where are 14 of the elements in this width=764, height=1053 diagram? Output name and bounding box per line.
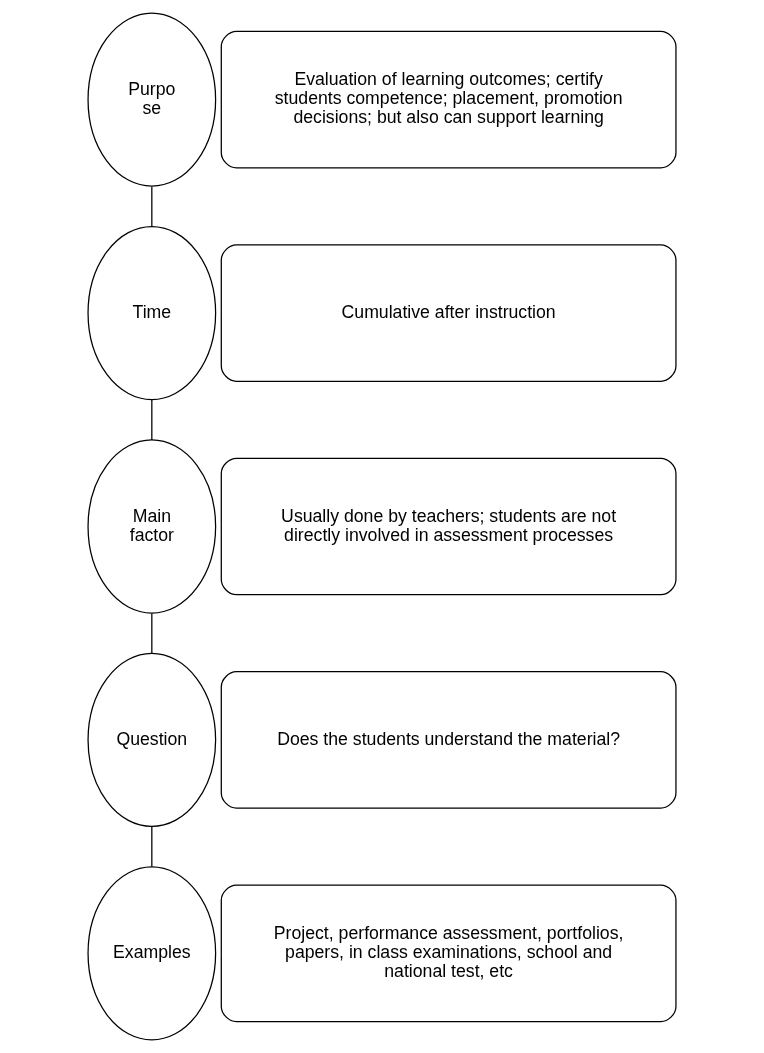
connector bbox=[151, 612, 153, 654]
node-ellipse: Question bbox=[87, 652, 217, 828]
node-box: Evaluation of learning outcomes; certify students competence; placement, promotion decisions; but also can support learning bbox=[220, 30, 677, 169]
connector bbox=[151, 826, 153, 868]
node-ellipse: Purpo se bbox=[87, 12, 217, 187]
node-box: Usually done by teachers; students are not directly involved in assessment processes bbox=[220, 457, 677, 596]
node-box: Does the students understand the material? bbox=[220, 671, 677, 809]
node-ellipse: Examples bbox=[87, 866, 217, 1041]
node-ellipse: Time bbox=[87, 225, 217, 401]
node-box: Cumulative after instruction bbox=[220, 244, 677, 382]
node-box: Project, performance assessment, portfolios, papers, in class examinations, school and national test, etc bbox=[220, 884, 677, 1023]
connector bbox=[151, 399, 153, 441]
connector bbox=[151, 186, 153, 228]
node-ellipse: Main factor bbox=[87, 439, 217, 614]
